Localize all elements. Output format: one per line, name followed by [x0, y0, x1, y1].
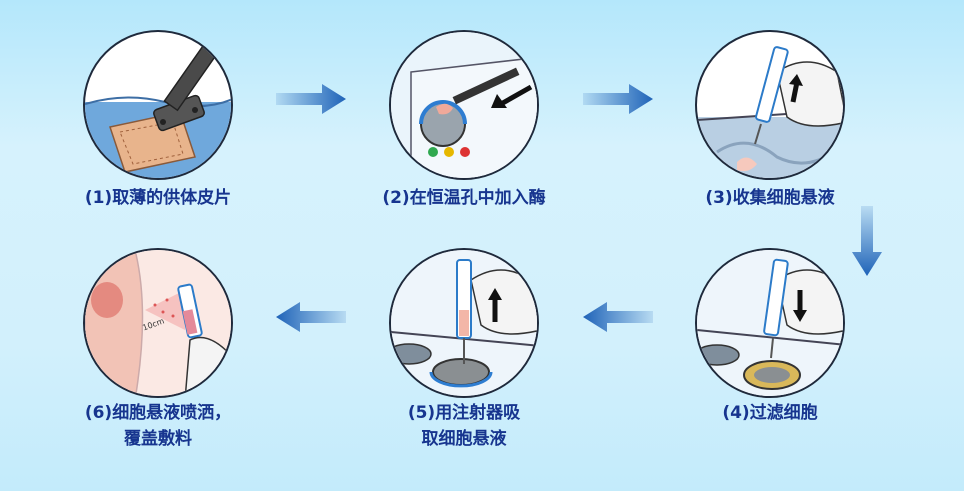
step-1-label: (1)取薄的供体皮片 [48, 185, 268, 211]
arrow-down-icon [852, 206, 882, 276]
step-2-label-line-1: (2)在恒温孔中加入酶 [382, 188, 546, 208]
arrow-right-icon [583, 84, 653, 114]
step-4-label: (4)过滤细胞 [660, 400, 880, 426]
step-3-label: (3)收集细胞悬液 [660, 185, 880, 211]
step-6-illustration: 10cm [83, 248, 233, 398]
step-1-illustration [83, 30, 233, 180]
step-1-label-line-1: (1)取薄的供体皮片 [84, 188, 232, 208]
step-2-illustration [389, 30, 539, 180]
step-6-label-line-1: (6)细胞悬液喷洒， [84, 403, 232, 423]
step-6-label-line-2: 覆盖敷料 [124, 429, 192, 449]
step-6-label: (6)细胞悬液喷洒， 覆盖敷料 [48, 400, 268, 452]
step-4-illustration [695, 248, 845, 398]
step-5-illustration [389, 248, 539, 398]
arrow-left-icon [276, 302, 346, 332]
step-5-label: (5)用注射器吸 取细胞悬液 [354, 400, 574, 452]
step-5-label-line-1: (5)用注射器吸 [407, 403, 521, 423]
step-3-label-line-1: (3)收集细胞悬液 [705, 188, 835, 208]
step-3-illustration [695, 30, 845, 180]
arrow-left-icon [583, 302, 653, 332]
step-2-label: (2)在恒温孔中加入酶 [354, 185, 574, 211]
step-5-label-line-2: 取细胞悬液 [421, 429, 507, 449]
step-4-label-line-1: (4)过滤细胞 [722, 403, 818, 423]
arrow-right-icon [276, 84, 346, 114]
